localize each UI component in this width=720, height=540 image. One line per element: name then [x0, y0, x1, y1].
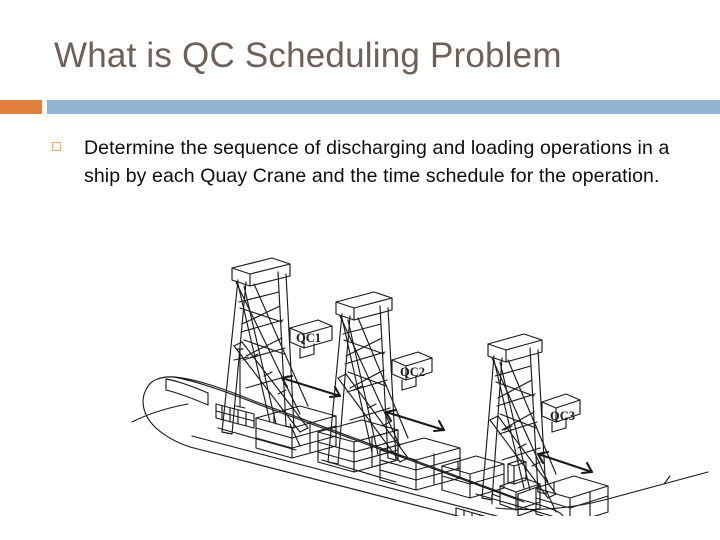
qc2-label: QC2	[400, 365, 425, 379]
quay-crane-3	[475, 333, 581, 516]
qc3-arrow	[536, 450, 594, 475]
hollow-square-bullet-icon	[52, 142, 61, 151]
list-item: Determine the sequence of discharging an…	[52, 134, 672, 190]
body-bullet-list: Determine the sequence of discharging an…	[52, 134, 672, 190]
qc2-arrow	[384, 408, 446, 433]
qc1-label: QC1	[296, 331, 321, 345]
deckhouse	[455, 459, 541, 516]
ship-illustration-svg: QC1	[131, 257, 709, 516]
forward-deck	[215, 403, 255, 429]
divider-bar	[47, 100, 720, 114]
qc3-label: QC3	[550, 409, 575, 423]
quay-crane-1	[217, 257, 333, 451]
container-ship-with-quay-cranes-diagram: QC1	[104, 236, 716, 516]
qc2-annotation: QC2	[384, 365, 446, 433]
page-title: What is QC Scheduling Problem	[54, 36, 562, 75]
container-stack	[379, 437, 461, 491]
container-stack	[535, 475, 609, 516]
bullet-text: Determine the sequence of discharging an…	[84, 137, 670, 187]
divider-accent-block	[0, 100, 42, 114]
title-divider	[0, 100, 720, 114]
qc1-annotation: QC1	[280, 331, 342, 399]
qc1-arrow	[280, 374, 342, 399]
qc3-annotation: QC3	[536, 409, 594, 475]
waterline	[131, 403, 709, 511]
ship-hull	[142, 376, 564, 516]
quay-crane-2	[321, 291, 433, 483]
container-stack	[517, 485, 541, 516]
